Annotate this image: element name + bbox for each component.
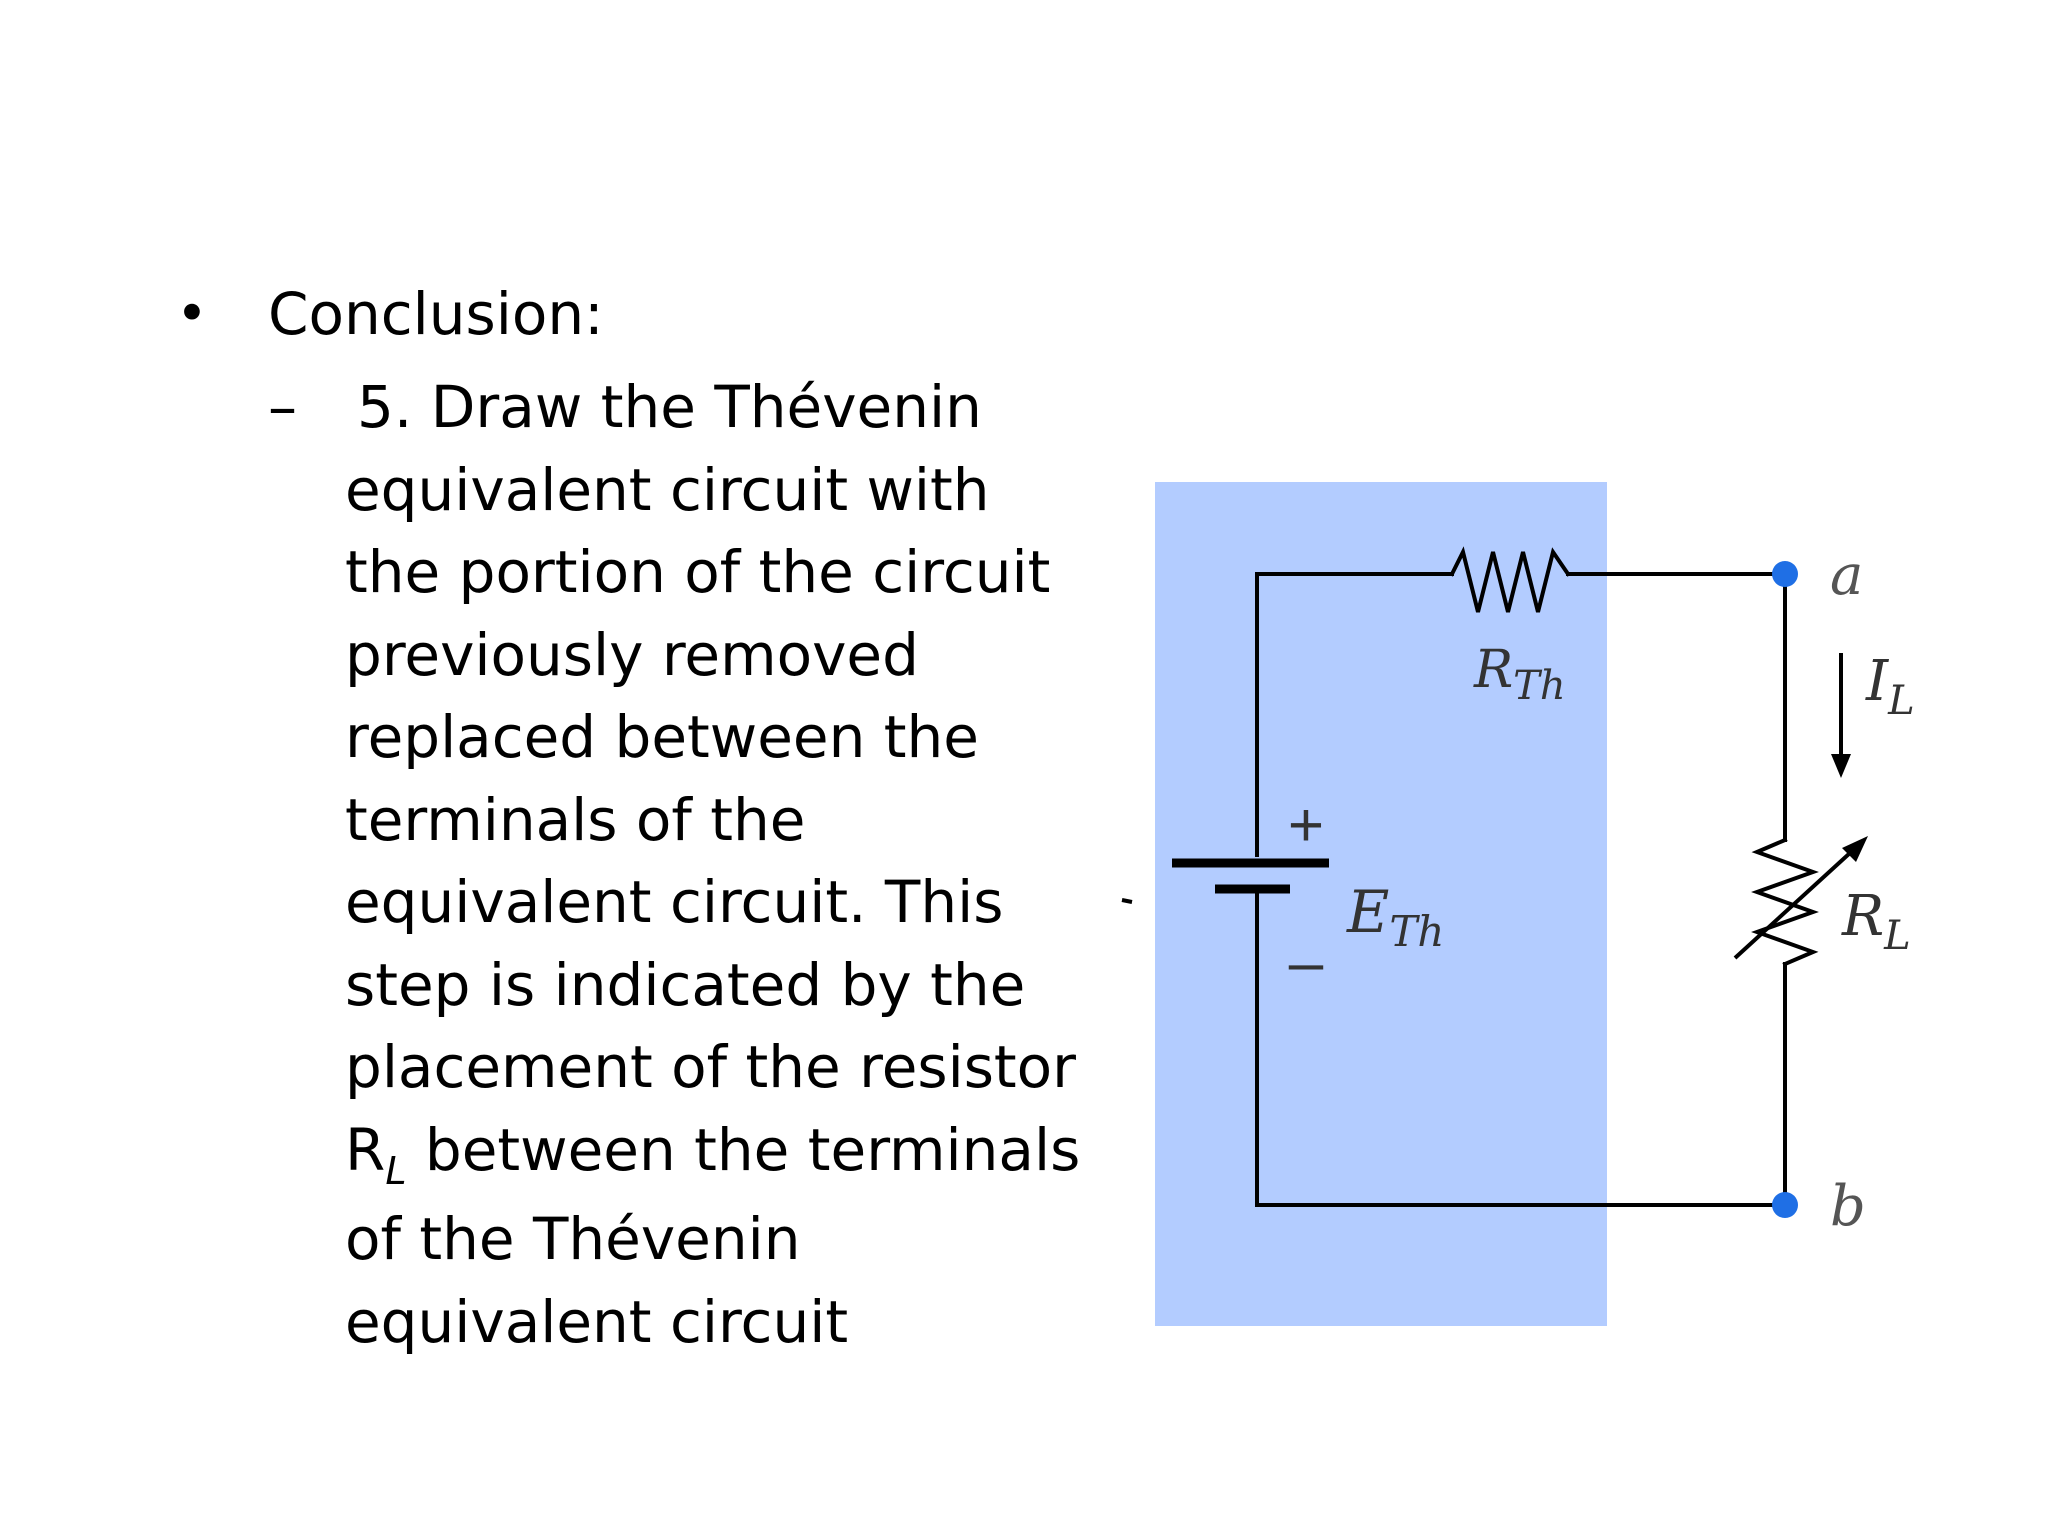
terminal-b-dot [1772,1192,1798,1218]
text-line: previously removed [345,620,919,689]
text-line: terminals of the [345,785,806,854]
current-arrow-head [1831,754,1851,778]
minus-sign: – [1289,928,1324,997]
bullet-marker: • [176,282,208,345]
text-line: step is indicated by the [345,950,1026,1019]
text-line: of the Thévenin [345,1205,801,1273]
text-line-rl: RL between the terminals [345,1109,1080,1199]
text-line: placement of the resistor [345,1033,1077,1101]
text-line: 5. Draw the Thévenin [357,373,982,441]
sub-bullet-text: 5. Draw the Thévenin equivalent circuit … [345,366,1080,1363]
text-line: equivalent circuit with [345,455,990,524]
eth-label: ETh [1346,878,1444,956]
terminal-a-label: a [1830,543,1863,608]
plus-sign: + [1288,791,1324,860]
resistor-rl-symbol [1751,837,1819,967]
rl-line-rest: between the terminals [406,1115,1081,1184]
stray-mark [1121,898,1133,904]
terminal-a-dot [1772,561,1798,587]
rth-label: RTh [1473,640,1566,709]
sub-bullet-marker: – [268,373,297,441]
bullet-conclusion: Conclusion: [268,280,604,348]
text-line: equivalent circuit [345,1287,849,1356]
rl-label: RL [1841,884,1911,959]
thevenin-equivalent-box [1155,482,1607,1326]
rl-symbol: R [345,1115,386,1184]
resistor-rth-symbol [1449,546,1571,613]
wire-left-top [1255,572,1454,857]
terminal-b-label: b [1830,1174,1866,1239]
il-label: IL [1865,649,1915,724]
wire-left-bottom [1255,891,1787,1207]
rl-subscript: L [385,1148,407,1193]
text-line: the portion of the circuit [345,538,1051,606]
text-line: equivalent circuit. This [345,868,1004,936]
text-line: replaced between the [345,703,979,771]
variable-arrow-head [1842,836,1868,862]
variable-arrow-shaft [1733,840,1864,960]
